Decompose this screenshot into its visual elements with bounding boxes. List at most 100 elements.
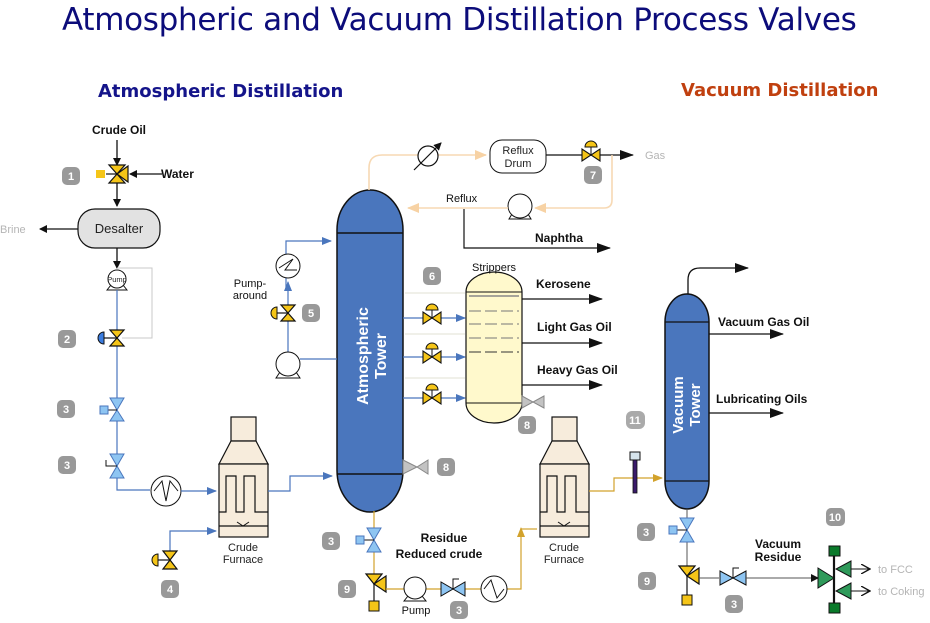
diverter-valve-10[interactable] [817, 545, 852, 614]
svg-text:3: 3 [643, 527, 649, 539]
side-draw-valve-hgo[interactable] [422, 383, 442, 406]
svg-text:9: 9 [644, 576, 650, 588]
badge-8b: 8 [518, 416, 536, 434]
naphtha-label: Naphtha [535, 231, 583, 245]
valve-3b[interactable] [105, 453, 125, 479]
control-valve-2[interactable] [97, 329, 126, 347]
badge-3c: 3 [322, 532, 340, 550]
badge-3b: 3 [58, 456, 76, 474]
strippers-vessel[interactable]: Strippers [465, 262, 523, 424]
valve-3a[interactable] [99, 397, 125, 422]
drain-valve-8b[interactable] [521, 395, 545, 409]
svg-text:10: 10 [829, 512, 841, 524]
crude-furnace-2[interactable]: Crude Furnace [539, 416, 590, 566]
brine-label: Brine [0, 224, 26, 236]
svg-text:9: 9 [344, 584, 350, 596]
badge-9a: 9 [338, 580, 356, 598]
heat-exchanger-1[interactable] [150, 475, 182, 507]
condenser[interactable] [413, 142, 442, 171]
side-draw-valve-kerosene[interactable] [422, 303, 442, 326]
page-title: Atmospheric and Vacuum Distillation Proc… [62, 2, 857, 38]
pumparound-pump[interactable] [275, 351, 301, 379]
svg-text:3: 3 [64, 460, 70, 472]
badge-3a: 3 [57, 400, 75, 418]
svg-text:7: 7 [590, 170, 596, 182]
desalter-vessel[interactable]: Desalter [77, 208, 161, 249]
residue-pump[interactable] [402, 576, 428, 602]
to-coking-label: to Coking [878, 586, 924, 598]
svg-text:4: 4 [167, 584, 174, 596]
crude-furnace-label-2: Furnace [223, 554, 263, 566]
residue-valve-3c[interactable] [355, 527, 382, 553]
badge-3f: 3 [725, 595, 743, 613]
reflux-drum-label-2: Drum [505, 158, 532, 170]
atm-tower-label-1: Atmospheric [355, 307, 372, 405]
svg-text:1: 1 [68, 171, 74, 183]
crude-oil-label: Crude Oil [92, 123, 146, 137]
svg-text:2: 2 [64, 334, 70, 346]
vacuum-distillation-heading: Vacuum Distillation [681, 80, 879, 101]
residue-valve-3d[interactable] [440, 578, 466, 597]
badge-3d: 3 [450, 601, 468, 619]
lubricating-oils-label: Lubricating Oils [716, 392, 808, 406]
pumparound-label-2: around [233, 290, 267, 302]
residue-label-2: Reduced crude [396, 547, 483, 561]
atmospheric-distillation-heading: Atmospheric Distillation [98, 81, 344, 102]
crude-furnace-1[interactable]: Crude Furnace [218, 416, 269, 566]
valve-badges: 1 2 3 3 4 5 6 7 8 8 3 9 3 11 10 3 9 3 [57, 166, 845, 619]
svg-text:8: 8 [524, 420, 530, 432]
vac-residue-valve-3e[interactable] [668, 517, 695, 543]
three-way-valve-9a[interactable] [364, 573, 387, 612]
badge-11: 11 [626, 411, 645, 429]
svg-text:6: 6 [429, 271, 435, 283]
crude-furnace-2-label-2: Furnace [544, 554, 584, 566]
badge-6: 6 [423, 267, 441, 285]
pump-label-residue: Pump [402, 605, 431, 617]
vacuum-tower[interactable]: Vacuum Tower [664, 293, 710, 510]
badge-3e: 3 [637, 523, 655, 541]
pump-label: Pump [107, 275, 127, 284]
crude-furnace-2-label-1: Crude [549, 542, 579, 554]
desalter-label: Desalter [95, 221, 144, 236]
pumparound-valve-5[interactable] [270, 304, 297, 322]
drain-valve-8a[interactable] [402, 459, 429, 475]
reflux-drum[interactable]: Reflux Drum [489, 139, 547, 174]
badge-10: 10 [826, 508, 845, 526]
reflux-pump[interactable] [507, 193, 533, 220]
side-draw-valve-lgo[interactable] [422, 342, 442, 365]
vac-tower-label-1: Vacuum [670, 376, 687, 434]
svg-text:8: 8 [443, 462, 449, 474]
badge-9b: 9 [638, 572, 656, 590]
badge-7: 7 [584, 166, 602, 184]
svg-text:11: 11 [629, 415, 641, 427]
feed-pump[interactable]: Pump [105, 269, 129, 291]
gas-label: Gas [645, 150, 666, 162]
badge-8a: 8 [437, 458, 455, 476]
badge-1: 1 [62, 167, 80, 185]
badge-5: 5 [302, 304, 320, 322]
badge-4: 4 [161, 580, 179, 598]
three-way-valve-1[interactable] [96, 164, 129, 184]
crude-furnace-label-1: Crude [228, 542, 258, 554]
heavy-gas-oil-label: Heavy Gas Oil [537, 363, 618, 377]
vacuum-gas-oil-label: Vacuum Gas Oil [718, 315, 809, 329]
fuel-valve-4[interactable] [151, 550, 179, 570]
heat-exchanger-2[interactable] [480, 575, 508, 603]
gas-valve-7[interactable] [581, 140, 601, 163]
light-gas-oil-label: Light Gas Oil [537, 320, 612, 334]
badge-2: 2 [58, 330, 76, 348]
atmospheric-tower[interactable]: Atmospheric Tower [336, 189, 404, 513]
three-way-valve-9b[interactable] [677, 565, 700, 606]
atm-tower-label-2: Tower [373, 333, 390, 379]
crude-feed-section: Crude Oil Water Desalter Brine Pump [0, 123, 217, 507]
reflux-drum-label-1: Reflux [502, 145, 534, 157]
water-label: Water [161, 167, 194, 181]
instrument-11[interactable] [629, 451, 641, 494]
strippers-label: Strippers [472, 262, 517, 274]
vacuum-residue-label-2: Residue [755, 550, 802, 564]
svg-text:3: 3 [731, 599, 737, 611]
pumparound-exchanger[interactable] [275, 253, 301, 279]
actuator-icon [96, 170, 105, 178]
vac-residue-valve-3f[interactable] [719, 567, 747, 586]
